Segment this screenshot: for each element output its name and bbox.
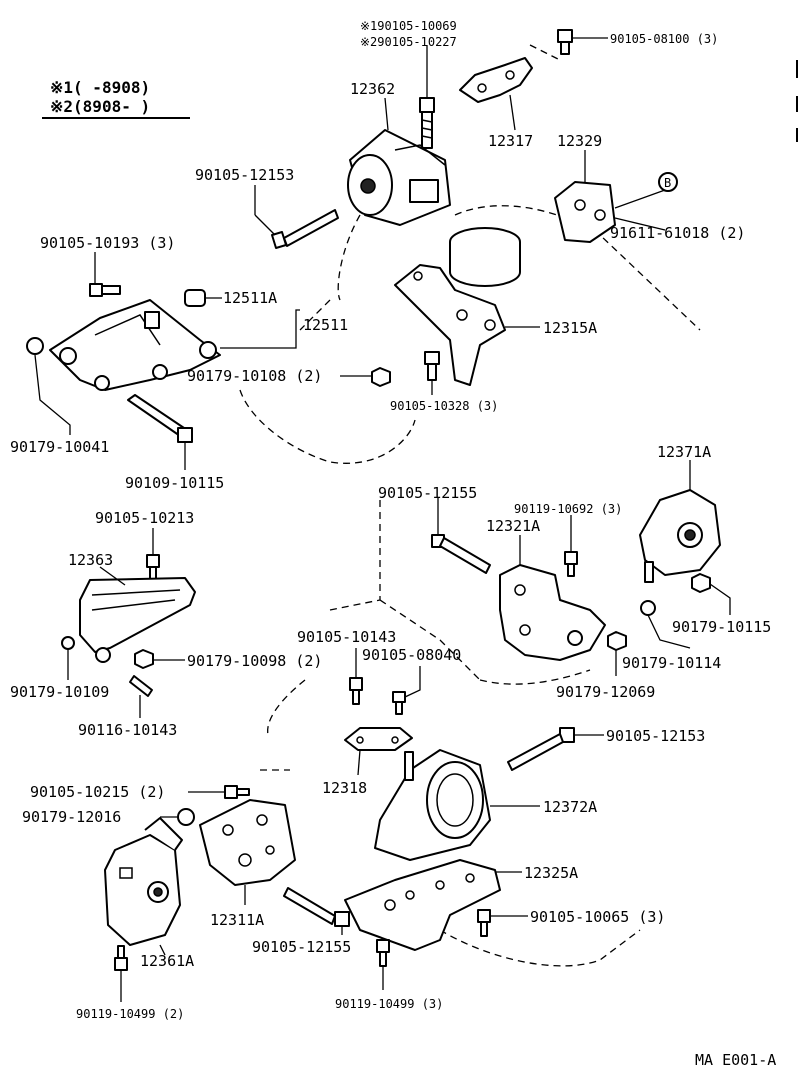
bracket-12317 xyxy=(459,57,533,131)
washer-90179-12069 xyxy=(607,631,627,676)
bolt-90105-12153-low xyxy=(507,727,604,771)
label-90105-10193: 90105-10193 (3) xyxy=(40,234,175,252)
bolt-90105-12155-mid xyxy=(431,498,491,574)
bolt-90105-10213 xyxy=(146,528,160,580)
stud-90116-10143 xyxy=(129,675,153,718)
label-90105-10215: 90105-10215 (2) xyxy=(30,783,165,801)
label-12317: 12317 xyxy=(488,132,533,150)
label-90105-10328: 90105-10328 (3) xyxy=(390,399,498,413)
bracket-12363 xyxy=(79,566,196,663)
bracket-12325A xyxy=(344,859,522,951)
label-90179-10098: 90179-10098 (2) xyxy=(187,652,322,670)
bolt-90105-12153-top xyxy=(254,185,339,249)
label-90179-10041: 90179-10041 xyxy=(10,438,109,456)
bolt-90119-10499-left xyxy=(114,945,128,1002)
washer-90179-12016 xyxy=(160,808,195,826)
label-90109-10115: 90109-10115 xyxy=(125,474,224,492)
nut-90179-10108 xyxy=(340,367,391,387)
bracket-12315A xyxy=(394,264,540,386)
label-90105-08040: 90105-08040 xyxy=(362,646,461,664)
label-90179-10115: 90179-10115 xyxy=(672,618,771,636)
label-90179-12069: 90179-12069 xyxy=(556,683,655,701)
bracket-12511 xyxy=(49,299,221,391)
label-90119-10692: 90119-10692 (3) xyxy=(514,502,622,516)
bolt-90119-10692 xyxy=(564,515,578,577)
label-12362: 12362 xyxy=(350,80,395,98)
mount-insulator-12362 xyxy=(347,97,451,226)
bolt-90105-10328 xyxy=(424,351,440,395)
mount-insulator-12371A xyxy=(639,460,721,583)
bracket-12321A xyxy=(499,535,606,661)
bolt-90119-10499-right xyxy=(376,939,390,990)
label-91611-61018: 91611-61018 (2) xyxy=(610,224,745,242)
label-90179-12016: 90179-12016 xyxy=(22,808,121,826)
bolt-90105-08100 xyxy=(557,29,608,55)
label-90119-10499-left: 90119-10499 (2) xyxy=(76,1007,184,1021)
label-90116-10143: 90116-10143 xyxy=(78,721,177,739)
callout-circle-b xyxy=(658,172,678,192)
bolt-90105-10065 xyxy=(477,909,528,937)
callout-b: B xyxy=(664,176,671,190)
mount-insulator-12372A xyxy=(374,749,540,861)
label-90105-10227: ※290105-10227 xyxy=(360,35,457,49)
label-12315A: 12315A xyxy=(543,319,597,337)
legend-line-1: ※1( -8908) xyxy=(50,78,150,97)
bolt-90105-10143 xyxy=(349,648,363,705)
label-90179-10109: 90179-10109 xyxy=(10,683,109,701)
bushing-12511A xyxy=(184,289,222,307)
legend: ※1( -8908) ※2(8908- ) xyxy=(42,78,190,119)
label-12325A: 12325A xyxy=(524,864,578,882)
washer-90179-10041 xyxy=(26,337,71,435)
legend-line-2: ※2(8908- ) xyxy=(50,97,150,116)
label-12329: 12329 xyxy=(557,132,602,150)
bolt-90105-10069 xyxy=(419,45,435,149)
bolt-90105-12155-low xyxy=(283,887,350,935)
label-12363: 12363 xyxy=(68,551,113,569)
bolt-90105-08040 xyxy=(392,666,421,715)
washer-90179-10114 xyxy=(640,600,691,649)
bracket-12329 xyxy=(554,150,666,243)
engine-cylinder-disk xyxy=(449,227,521,287)
label-90105-08100: 90105-08100 (3) xyxy=(610,32,718,46)
label-90105-10065: 90105-10065 (3) xyxy=(530,908,665,926)
nut-90179-10098 xyxy=(134,649,185,669)
label-12361A: 12361A xyxy=(140,952,194,970)
bolt-90105-10193 xyxy=(89,252,121,297)
label-90179-10114: 90179-10114 xyxy=(622,654,721,672)
mount-insulator-12361A xyxy=(104,817,183,956)
label-12372A: 12372A xyxy=(543,798,597,816)
washer-90179-10109 xyxy=(61,636,75,680)
label-90105-12153-low: 90105-12153 xyxy=(606,727,705,745)
label-90179-10108: 90179-10108 (2) xyxy=(187,367,322,385)
label-12371A: 12371A xyxy=(657,443,711,461)
label-90105-10143: 90105-10143 xyxy=(297,628,396,646)
label-12318: 12318 xyxy=(322,779,367,797)
label-90105-12155-mid: 90105-12155 xyxy=(378,484,477,502)
bracket-12311A xyxy=(199,799,296,905)
label-90105-12155-low: 90105-12155 xyxy=(252,938,351,956)
label-90119-10499-right: 90119-10499 (3) xyxy=(335,997,443,1011)
label-90105-12153-top: 90105-12153 xyxy=(195,166,294,184)
bracket-12318 xyxy=(344,727,413,776)
stud-90109-10115 xyxy=(127,394,193,470)
engine-phantom-outline xyxy=(239,44,701,967)
label-12321A: 12321A xyxy=(486,517,540,535)
label-12511: 12511 xyxy=(303,316,348,334)
label-12311A: 12311A xyxy=(210,911,264,929)
label-90105-10069: ※190105-10069 xyxy=(360,19,457,33)
nut-90179-10115 xyxy=(691,573,731,615)
footer-diagram-code: MA E001-A xyxy=(695,1051,776,1069)
label-90105-10213: 90105-10213 xyxy=(95,509,194,527)
label-12511A: 12511A xyxy=(223,289,277,307)
lead-12511 xyxy=(220,309,300,349)
bolt-90105-10215 xyxy=(188,785,250,799)
